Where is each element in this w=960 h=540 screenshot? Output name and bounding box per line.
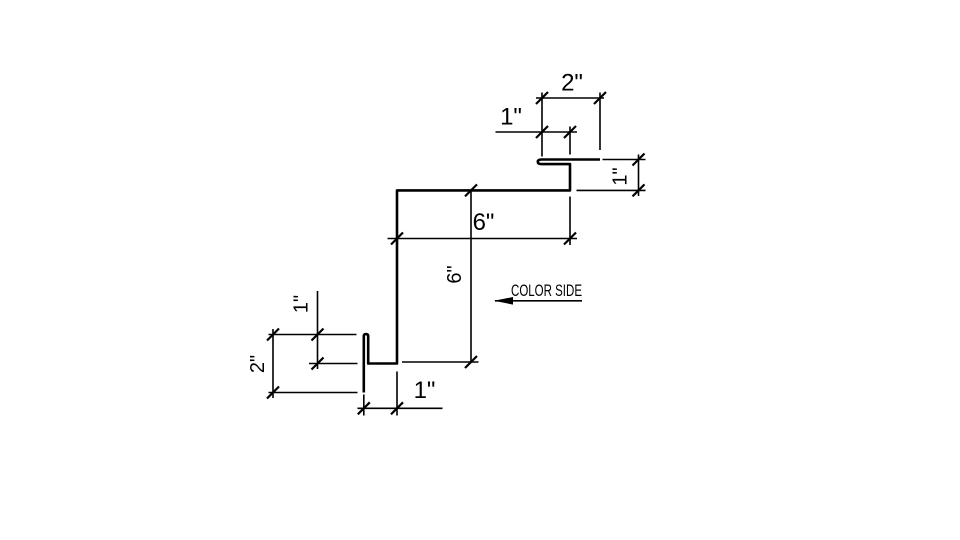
dim-top-flange-width: 2" [535, 70, 607, 157]
dimension-lines [268, 291, 358, 369]
dimension-ticks [535, 125, 577, 139]
dimension-label: 6" [444, 265, 466, 283]
dimension-label: 1" [610, 167, 632, 185]
dimension-lines [495, 126, 577, 155]
dim-right-drop: 1" [576, 152, 646, 198]
dim-top-hem: 1" [495, 104, 577, 155]
dimension-ticks [357, 401, 404, 416]
dimension-label: 6" [473, 209, 495, 236]
dimension-ticks [631, 152, 646, 198]
dim-vertical-leg: 6" [402, 183, 479, 369]
dimension-lines [268, 329, 358, 398]
dimension-lines [387, 196, 577, 245]
color-side-annotation: COLOR SIDE [494, 281, 582, 305]
dim-bottom-hem-leg: 2" [247, 327, 358, 400]
dimension-lines [536, 92, 604, 157]
dimension-label: 1" [500, 104, 522, 131]
dimension-ticks [535, 91, 607, 105]
dimension-label: 2" [561, 70, 583, 97]
dimension-ticks [310, 327, 325, 371]
dimension-ticks [464, 183, 478, 369]
dim-bottom-upstand: 1" [268, 291, 358, 371]
dimension-ticks [266, 327, 280, 400]
arrow-left-icon [494, 297, 513, 305]
dimension-label: 1" [414, 377, 436, 404]
dimension-lines [402, 190, 479, 363]
dim-top-run: 6" [387, 196, 577, 246]
color-side-label: COLOR SIDE [511, 281, 582, 300]
flashing-profile-outline [362, 158, 600, 393]
dimension-ticks [390, 231, 577, 246]
dim-bottom-run: 1" [357, 371, 443, 416]
dimension-label: 2" [247, 355, 269, 373]
dimension-label: 1" [291, 295, 313, 313]
